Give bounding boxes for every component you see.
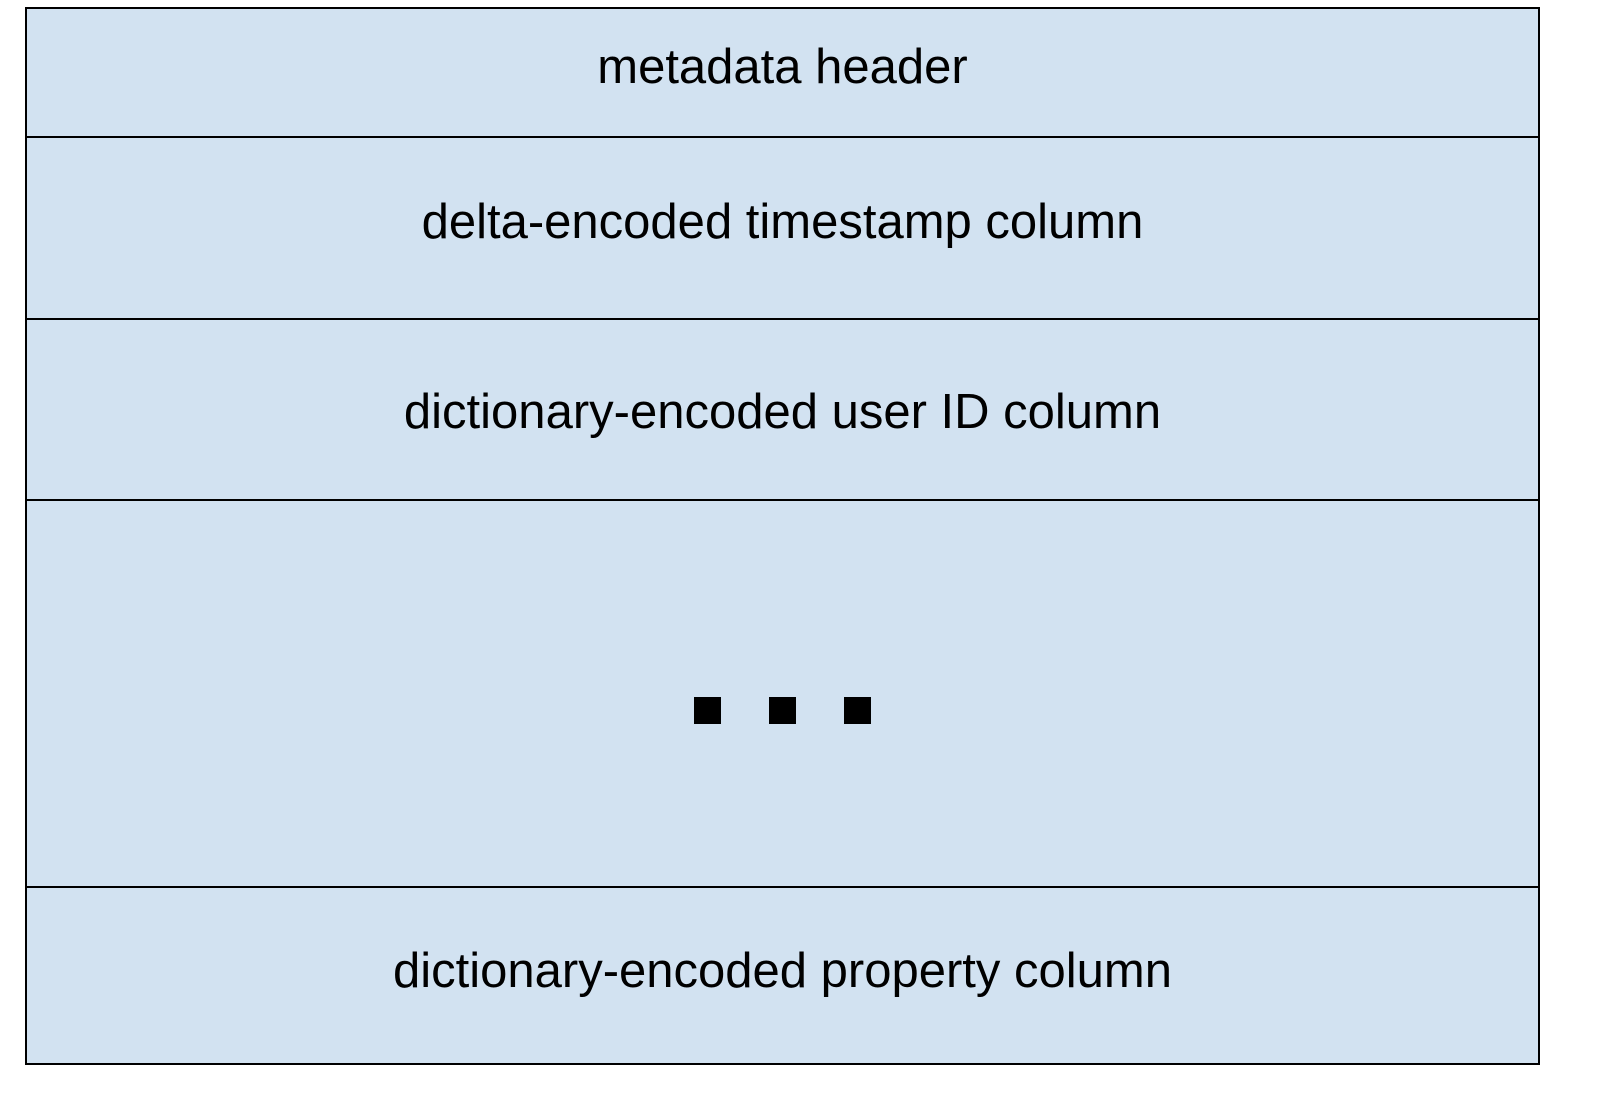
property-column-block: dictionary-encoded property column [27, 886, 1538, 1063]
user-id-column-label: dictionary-encoded user ID column [403, 385, 1162, 439]
ellipsis-dot [844, 697, 871, 724]
ellipsis-dot [694, 697, 721, 724]
ellipsis-block [27, 499, 1538, 886]
ellipsis-icon [694, 697, 871, 724]
property-column-label: dictionary-encoded property column [393, 944, 1172, 998]
timestamp-column-block: delta-encoded timestamp column [27, 136, 1538, 318]
user-id-column-block: dictionary-encoded user ID column [27, 318, 1538, 499]
timestamp-column-label: delta-encoded timestamp column [421, 194, 1144, 249]
metadata-header-block: metadata header [27, 9, 1538, 136]
column-layout-stack: metadata header delta-encoded timestamp … [25, 7, 1540, 1065]
metadata-header-label: metadata header [597, 40, 968, 94]
ellipsis-dot [769, 697, 796, 724]
